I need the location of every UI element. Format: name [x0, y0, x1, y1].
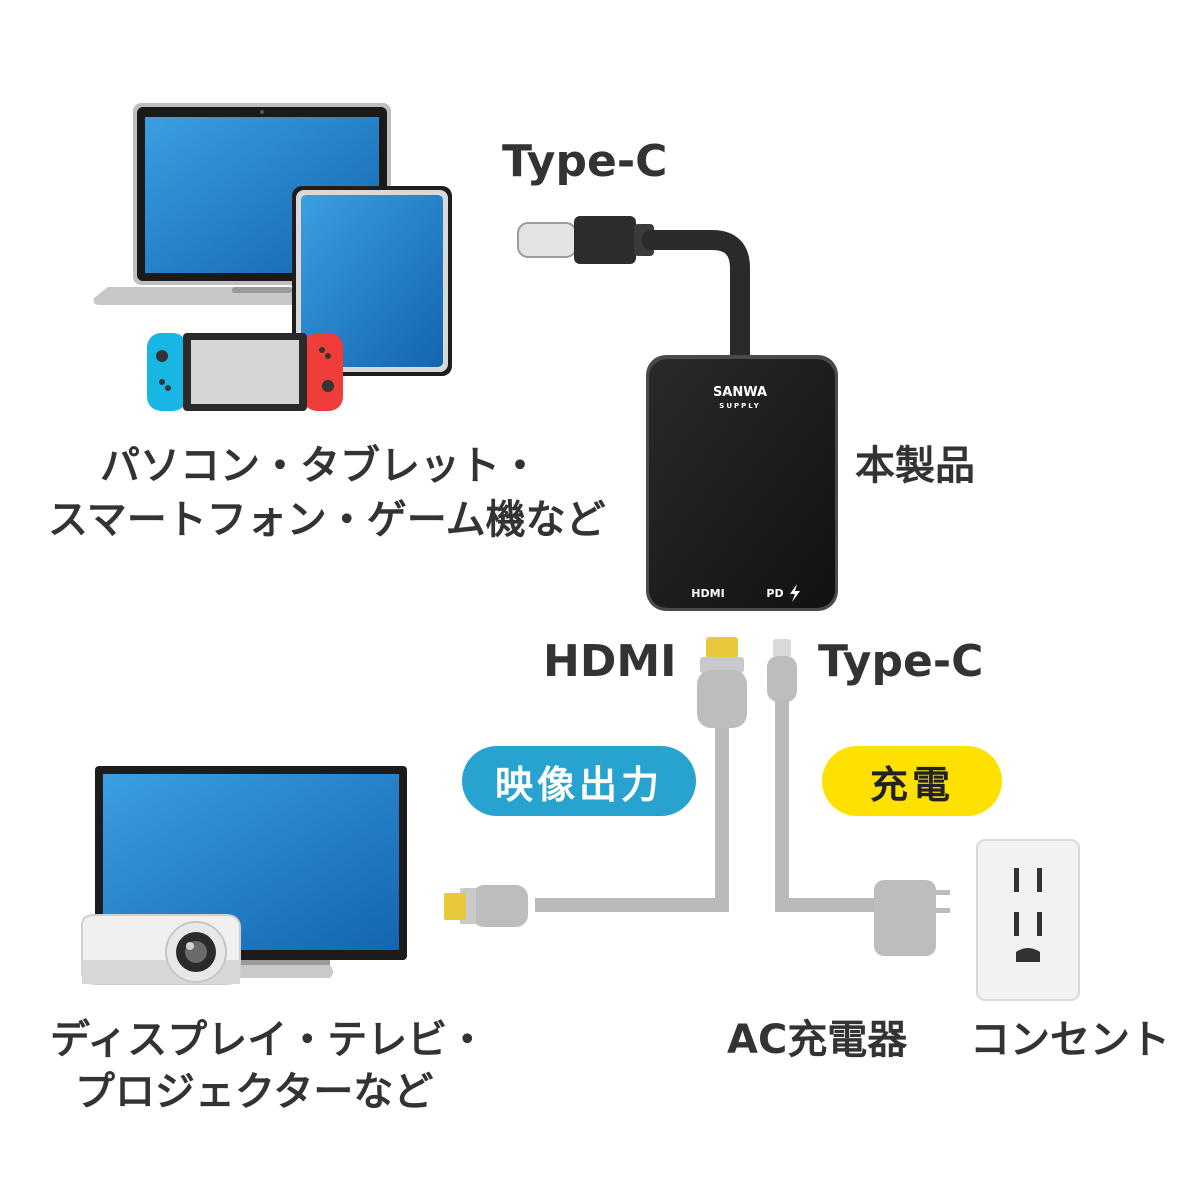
outlet-label: コンセント — [970, 1017, 1170, 1063]
display-devices-line2: プロジェクターなど — [75, 1069, 434, 1115]
charging-badge: 充電 — [822, 746, 1002, 816]
usb-c-cable — [767, 639, 876, 912]
hdmi-cable — [444, 637, 747, 927]
product-label: 本製品 — [855, 443, 975, 489]
wall-outlet-icon — [976, 839, 1080, 1001]
brand-logo-text: SANWA — [713, 385, 767, 400]
ac-charger-label: AC充電器 — [727, 1017, 908, 1063]
port-label-hdmi: HDMI — [691, 587, 724, 600]
game-console-icon — [147, 333, 343, 411]
adapter-device: SANWA SUPPLY HDMI PD — [646, 355, 838, 611]
video-output-badge: 映像出力 — [462, 746, 696, 816]
ac-adapter-icon — [874, 880, 950, 956]
lightning-icon — [790, 584, 800, 602]
source-type-c-label: Type-C — [502, 136, 668, 187]
display-devices-line1: ディスプレイ・テレビ・ — [50, 1017, 488, 1063]
source-devices-line2: スマートフォン・ゲーム機など — [48, 497, 606, 543]
projector-icon — [81, 914, 241, 985]
source-devices-line1: パソコン・タブレット・ — [100, 443, 540, 489]
hdmi-port-label: HDMI — [543, 636, 677, 687]
brand-logo-subtext: SUPPLY — [719, 402, 760, 410]
tablet-icon — [292, 186, 452, 376]
usb-c-plug — [517, 216, 750, 370]
port-label-pd: PD — [766, 587, 783, 600]
type-c-port-label: Type-C — [818, 636, 984, 687]
